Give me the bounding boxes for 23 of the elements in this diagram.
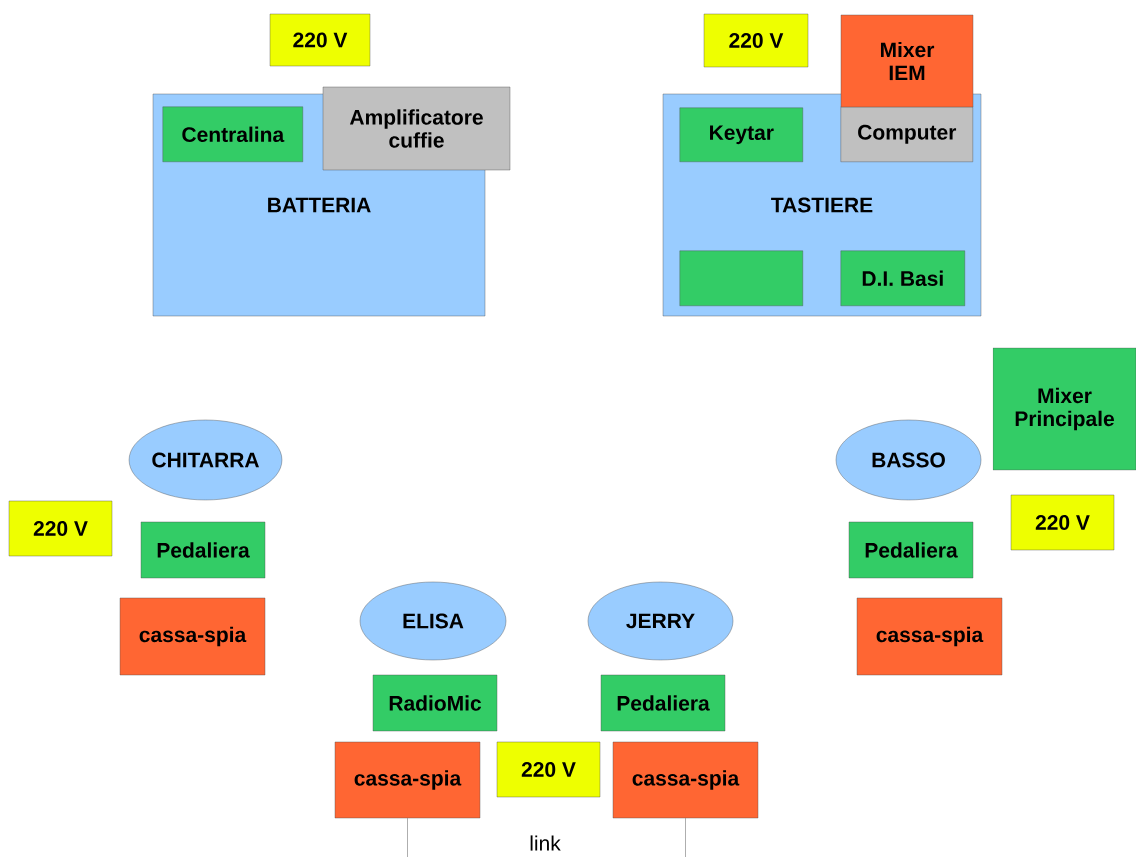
- device-box: RadioMic: [372, 674, 498, 732]
- power-box: 220 V: [496, 741, 601, 798]
- device-box: D.I. Basi: [840, 250, 965, 306]
- device-box: Pedaliera: [600, 674, 726, 732]
- power-box: 220 V: [703, 13, 809, 68]
- device-box: Pedaliera: [848, 521, 974, 579]
- device-box: Centralina: [162, 106, 303, 162]
- monitor-box: cassa-spia: [334, 741, 481, 819]
- device-box: Computer: [840, 106, 973, 162]
- power-box: 220 V: [8, 500, 113, 557]
- device-box: Keytar: [679, 107, 803, 162]
- device-box: Mixer IEM: [840, 14, 974, 108]
- monitor-box: cassa-spia: [856, 597, 1003, 676]
- monitor-box: cassa-spia: [119, 597, 266, 676]
- device-box: Amplificatore cuffie: [322, 86, 511, 171]
- device-box: [679, 250, 803, 306]
- edge-label: link: [528, 834, 562, 852]
- link-line: [407, 818, 686, 857]
- power-box: 220 V: [1010, 494, 1115, 551]
- monitor-box: cassa-spia: [612, 741, 759, 819]
- device-box: Pedaliera: [140, 521, 266, 579]
- power-box: 220 V: [269, 13, 371, 67]
- device-box: Mixer Principale: [992, 347, 1136, 471]
